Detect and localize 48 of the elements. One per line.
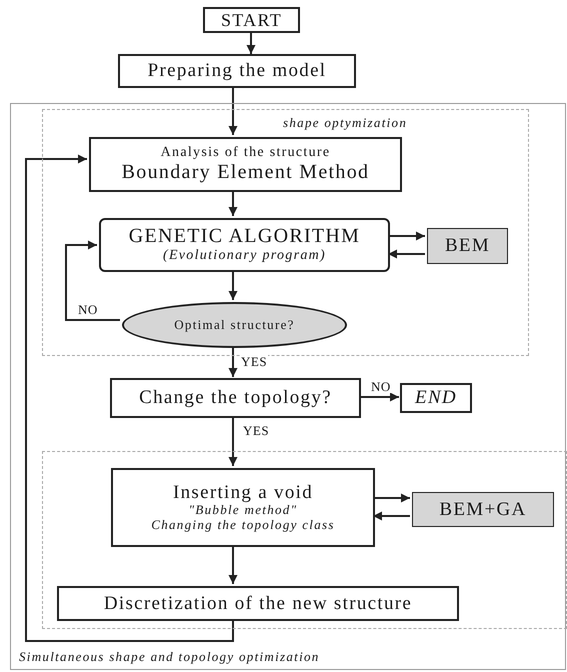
box-text: BEM	[444, 235, 490, 257]
box-text: Discretization of the new structure	[104, 592, 412, 614]
arrow	[373, 512, 410, 520]
box-subtext: Boundary Element Method	[122, 161, 370, 184]
arrow	[360, 392, 399, 402]
box-text: START	[221, 10, 282, 30]
arrow	[388, 250, 425, 258]
process-box	[111, 468, 375, 547]
process-box	[203, 7, 300, 33]
box-text: Preparing the model	[148, 60, 326, 82]
edge-label: NO	[370, 380, 392, 393]
arrow	[25, 154, 234, 642]
process-box	[400, 383, 472, 413]
process-box	[57, 586, 459, 621]
box-text: Change the topology?	[139, 387, 332, 409]
arrow	[228, 270, 238, 300]
box-subtext: (Evolutionary program)	[162, 248, 326, 265]
process-box	[118, 54, 356, 88]
box-text: Optimal structure?	[174, 318, 295, 332]
dashed-frame	[42, 451, 567, 629]
arrow	[228, 346, 238, 377]
box-subtext: Changing the topology class	[151, 518, 335, 534]
edge-label: NO	[77, 303, 99, 316]
box-text: GENETIC ALGORITHM	[128, 225, 360, 248]
arrow	[228, 545, 238, 584]
arrow	[246, 33, 256, 54]
group-title: shape optymization	[283, 116, 408, 131]
box-text: Analysis of the structure	[160, 144, 330, 162]
edge-label: YES	[242, 424, 270, 437]
box-subtext: "Bubble method"	[188, 503, 298, 518]
arrow	[228, 88, 238, 135]
arrow	[388, 232, 425, 240]
box-text: BEM+GA	[439, 498, 527, 520]
arrow	[228, 190, 238, 216]
group-frame	[10, 103, 566, 670]
process-box	[89, 137, 402, 192]
box-text: END	[415, 387, 457, 409]
process-box	[99, 218, 390, 272]
arrow	[373, 494, 410, 502]
group-frame	[42, 109, 529, 356]
process-box	[427, 228, 508, 264]
arrow	[228, 417, 238, 466]
box-text: Inserting a void	[172, 482, 314, 504]
group-title: Simultaneous shape and topology optimization	[19, 650, 320, 665]
process-box	[110, 378, 361, 418]
process-box	[412, 492, 554, 527]
edge-label: YES	[240, 355, 268, 368]
arrow	[65, 240, 120, 321]
